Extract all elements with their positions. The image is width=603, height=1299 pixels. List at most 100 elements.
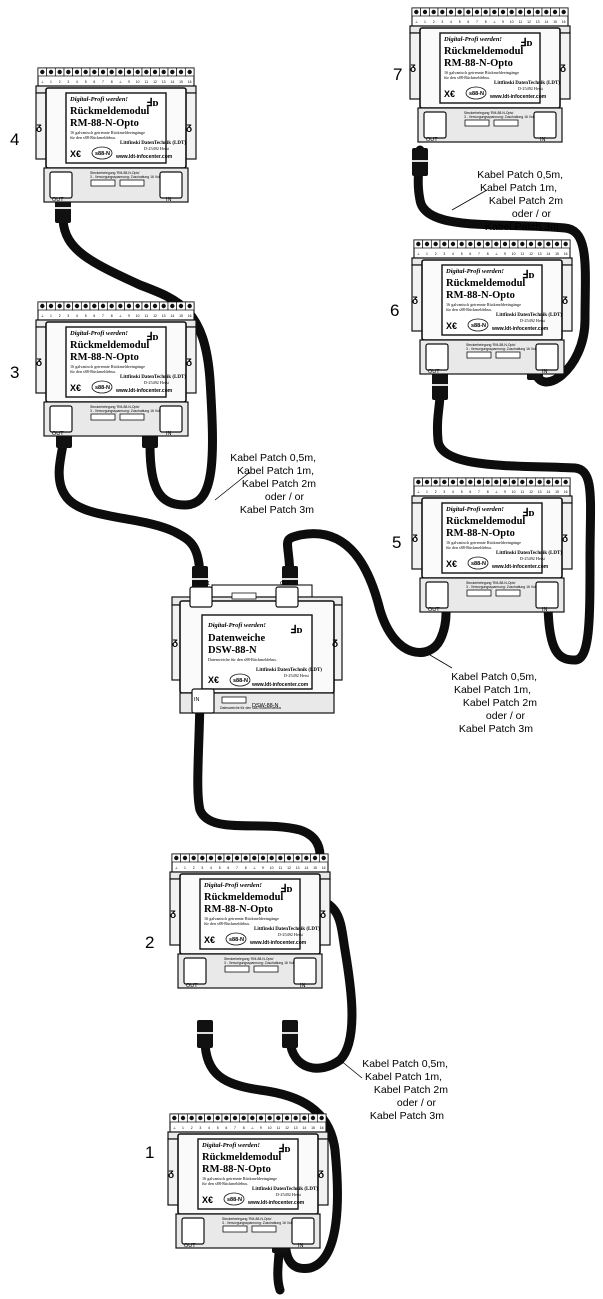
terminal-screw-icon[interactable] [537,479,542,485]
terminal-screw-icon[interactable] [241,1115,246,1121]
terminal-screw-icon[interactable] [466,9,471,15]
terminal-screw-icon[interactable] [509,9,514,15]
terminal-screw-icon[interactable] [526,9,532,15]
terminal-screw-icon[interactable] [476,241,482,247]
terminal-screw-icon[interactable] [206,1115,212,1121]
terminal-screw-icon[interactable] [476,479,482,485]
terminal-screw-icon[interactable] [109,69,114,75]
terminal-screw-icon[interactable] [286,855,292,861]
terminal-screw-icon[interactable] [468,241,473,247]
terminal-screw-icon[interactable] [552,9,558,15]
terminal-screw-icon[interactable] [267,1115,272,1121]
module-out-socket[interactable] [49,405,73,433]
terminal-screw-icon[interactable] [83,69,88,75]
terminal-screw-icon[interactable] [518,9,523,15]
terminal-screw-icon[interactable] [546,241,551,247]
hub-out2-socket[interactable] [275,586,299,608]
terminal-screw-icon[interactable] [187,303,192,309]
terminal-screw-icon[interactable] [502,241,508,247]
terminal-screw-icon[interactable] [528,479,534,485]
terminal-screw-icon[interactable] [293,1115,298,1121]
terminal-screw-icon[interactable] [178,303,184,309]
terminal-screw-icon[interactable] [424,241,430,247]
terminal-screw-icon[interactable] [66,69,71,75]
terminal-screw-icon[interactable] [189,1115,194,1121]
terminal-screw-icon[interactable] [234,855,240,861]
terminal-screw-icon[interactable] [224,1115,229,1121]
terminal-screw-icon[interactable] [448,9,454,15]
terminal-screw-icon[interactable] [546,479,551,485]
terminal-screw-icon[interactable] [424,479,430,485]
module-out-socket[interactable] [425,343,449,371]
terminal-screw-icon[interactable] [563,479,568,485]
terminal-screw-icon[interactable] [250,1115,255,1121]
terminal-screw-icon[interactable] [520,479,525,485]
terminal-screw-icon[interactable] [537,241,542,247]
terminal-screw-icon[interactable] [321,855,326,861]
terminal-screw-icon[interactable] [172,1115,177,1121]
terminal-screw-icon[interactable] [269,855,274,861]
hub-out1-socket[interactable] [189,586,213,608]
terminal-screw-icon[interactable] [66,303,71,309]
terminal-screw-icon[interactable] [544,9,549,15]
terminal-screw-icon[interactable] [100,69,106,75]
terminal-screw-icon[interactable] [450,479,456,485]
terminal-screw-icon[interactable] [554,241,560,247]
terminal-screw-icon[interactable] [492,9,497,15]
terminal-screw-icon[interactable] [528,241,534,247]
terminal-screw-icon[interactable] [442,241,447,247]
terminal-screw-icon[interactable] [310,1115,316,1121]
terminal-screw-icon[interactable] [118,303,123,309]
module-out-socket[interactable] [181,1217,205,1245]
terminal-screw-icon[interactable] [174,855,179,861]
terminal-screw-icon[interactable] [295,855,300,861]
terminal-screw-icon[interactable] [215,1115,220,1121]
terminal-screw-icon[interactable] [161,69,166,75]
module-in-socket[interactable] [535,581,559,609]
terminal-screw-icon[interactable] [284,1115,290,1121]
terminal-screw-icon[interactable] [416,241,421,247]
terminal-screw-icon[interactable] [170,69,175,75]
terminal-screw-icon[interactable] [178,69,184,75]
terminal-screw-icon[interactable] [226,855,231,861]
terminal-screw-icon[interactable] [511,479,516,485]
terminal-screw-icon[interactable] [450,241,456,247]
terminal-screw-icon[interactable] [144,69,149,75]
module-out-socket[interactable] [49,171,73,199]
terminal-screw-icon[interactable] [243,855,248,861]
terminal-screw-icon[interactable] [494,479,499,485]
module-in-socket[interactable] [533,111,557,139]
terminal-screw-icon[interactable] [152,69,158,75]
terminal-screw-icon[interactable] [161,303,166,309]
terminal-screw-icon[interactable] [135,303,140,309]
terminal-screw-icon[interactable] [200,855,205,861]
module-in-socket[interactable] [159,171,183,199]
terminal-screw-icon[interactable] [561,9,566,15]
terminal-screw-icon[interactable] [276,1115,281,1121]
terminal-screw-icon[interactable] [126,69,132,75]
terminal-screw-icon[interactable] [180,1115,186,1121]
terminal-screw-icon[interactable] [232,1115,238,1121]
terminal-screw-icon[interactable] [170,303,175,309]
terminal-screw-icon[interactable] [414,9,419,15]
terminal-screw-icon[interactable] [198,1115,203,1121]
terminal-screw-icon[interactable] [260,855,266,861]
terminal-screw-icon[interactable] [483,9,488,15]
terminal-screw-icon[interactable] [258,1115,264,1121]
terminal-screw-icon[interactable] [468,479,473,485]
terminal-screw-icon[interactable] [48,69,54,75]
module-out-socket[interactable] [425,581,449,609]
terminal-screw-icon[interactable] [278,855,283,861]
terminal-screw-icon[interactable] [74,69,80,75]
terminal-screw-icon[interactable] [208,855,214,861]
terminal-screw-icon[interactable] [312,855,318,861]
hub-in-socket[interactable] [191,688,215,714]
terminal-screw-icon[interactable] [500,9,506,15]
terminal-screw-icon[interactable] [422,9,428,15]
terminal-screw-icon[interactable] [535,9,540,15]
terminal-screw-icon[interactable] [48,303,54,309]
terminal-screw-icon[interactable] [252,855,257,861]
terminal-screw-icon[interactable] [554,479,560,485]
terminal-screw-icon[interactable] [502,479,508,485]
terminal-screw-icon[interactable] [457,9,462,15]
